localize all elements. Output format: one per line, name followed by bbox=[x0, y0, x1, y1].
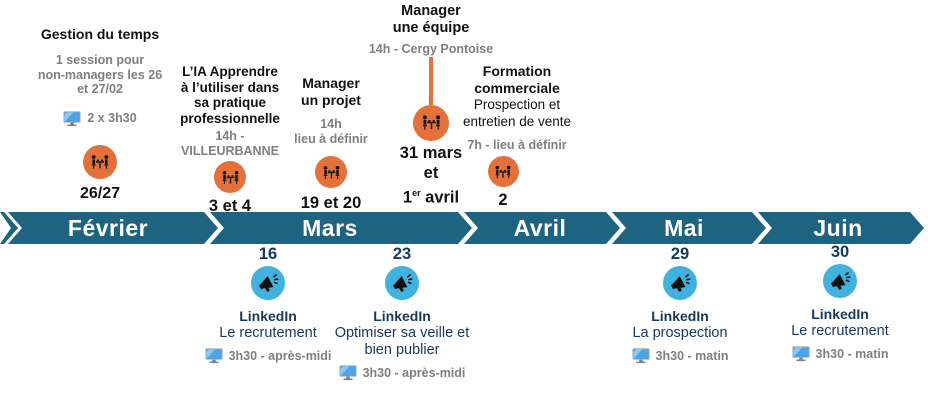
megaphone-icon bbox=[669, 272, 691, 294]
linkedin-event-30: 30 LinkedIn Le recrutement 3h30 - matin bbox=[755, 243, 925, 362]
monitor-icon bbox=[792, 346, 810, 362]
month-label-mars: Mars bbox=[302, 215, 358, 241]
event-formation-commerciale-badge: 2 bbox=[463, 156, 543, 210]
event-manager-equipe: Manager une équipe 14h - Cergy Pontoise … bbox=[351, 3, 511, 207]
event-detail-line: 7h - lieu à définir bbox=[467, 138, 567, 152]
session-badge bbox=[214, 161, 246, 193]
event-date: 19 et 20 bbox=[300, 194, 362, 212]
event-detail-line: et 27/02 bbox=[77, 82, 123, 96]
event-title-line: commerciale bbox=[474, 80, 560, 96]
people-meeting-icon bbox=[220, 167, 241, 188]
duration-text: 3h30 - matin bbox=[815, 346, 889, 361]
session-badge bbox=[83, 144, 117, 179]
event-date-line: et bbox=[423, 163, 439, 182]
people-meeting-icon bbox=[321, 162, 342, 183]
webinar-duration: 2 x 3h30 bbox=[63, 111, 137, 127]
event-date: 29 bbox=[670, 245, 690, 263]
event-title-line: Formation bbox=[482, 63, 552, 79]
event-title-line: Manager bbox=[401, 3, 461, 19]
event-manager-projet: Manager un projet 14h lieu à définir 19 … bbox=[271, 75, 391, 213]
event-detail-line: VILLEURBANNE bbox=[181, 143, 279, 158]
linkedin-event-16: 16 LinkedIn Le recrutement 3h30 - après-… bbox=[183, 245, 353, 364]
duration-text: 2 x 3h30 bbox=[87, 111, 137, 125]
event-title: Gestion du temps bbox=[40, 26, 160, 42]
event-date: 30 bbox=[830, 243, 850, 261]
event-date: 2 bbox=[498, 191, 508, 209]
event-topic-line: Optimiser sa veille et bbox=[334, 325, 470, 341]
event-formation-commerciale: Formation commerciale Prospection et ent… bbox=[442, 63, 592, 153]
megaphone-icon bbox=[391, 272, 413, 294]
event-topic-line: Le recrutement bbox=[219, 325, 317, 341]
event-ia-pratique: L’IA Apprendre à l’utiliser dans sa prat… bbox=[165, 64, 295, 216]
megaphone-icon bbox=[257, 272, 279, 294]
event-topic-line: La prospection bbox=[632, 325, 728, 341]
event-detail-line: 14h - Cergy Pontoise bbox=[368, 42, 494, 56]
month-label-juin: Juin bbox=[813, 215, 863, 241]
webinar-duration: 3h30 - après-midi bbox=[205, 348, 332, 364]
monitor-icon bbox=[205, 348, 223, 364]
event-subtitle-line: Prospection et bbox=[473, 97, 561, 112]
event-brand: LinkedIn bbox=[239, 308, 297, 324]
event-brand: LinkedIn bbox=[373, 308, 431, 324]
event-topic-line: Le recrutement bbox=[791, 323, 889, 339]
event-title-line: un projet bbox=[301, 92, 361, 108]
event-date: 23 bbox=[392, 245, 412, 263]
linkedin-event-23: 23 LinkedIn Optimiser sa veille et bien … bbox=[312, 245, 492, 381]
event-date: 3 et 4 bbox=[208, 197, 252, 215]
announcement-badge bbox=[823, 264, 857, 298]
chevron-avril bbox=[464, 212, 620, 244]
month-label-avril: Avril bbox=[513, 215, 567, 241]
people-meeting-icon bbox=[89, 151, 111, 173]
event-date: 16 bbox=[258, 245, 278, 263]
monitor-icon bbox=[339, 365, 357, 381]
event-title-line: à l’utiliser dans bbox=[180, 79, 280, 95]
chevron-juin bbox=[758, 212, 924, 244]
event-brand: LinkedIn bbox=[811, 306, 869, 322]
event-title-line: Manager bbox=[302, 75, 360, 91]
chevron-fevrier bbox=[8, 212, 218, 244]
session-badge bbox=[315, 156, 347, 188]
chevron-mai bbox=[612, 212, 766, 244]
connector-line bbox=[429, 56, 433, 105]
webinar-duration: 3h30 - après-midi bbox=[339, 365, 466, 381]
timeline-band bbox=[0, 212, 924, 244]
event-detail-line: non-managers les 26 bbox=[37, 67, 163, 82]
chevron-mars bbox=[210, 212, 472, 244]
linkedin-event-29: 29 LinkedIn La prospection 3h30 - matin bbox=[595, 245, 765, 364]
announcement-badge bbox=[385, 266, 419, 300]
event-subtitle-line: entretien de vente bbox=[462, 113, 572, 129]
people-meeting-icon bbox=[420, 111, 443, 134]
event-brand: LinkedIn bbox=[651, 308, 709, 324]
event-date: 26/27 bbox=[79, 184, 121, 202]
monitor-icon bbox=[632, 348, 650, 364]
duration-text: 3h30 - matin bbox=[655, 348, 729, 363]
event-detail-line: 1 session pour bbox=[55, 53, 145, 67]
event-title-line: une équipe bbox=[392, 20, 470, 36]
session-badge bbox=[413, 104, 449, 141]
event-title-line: L’IA Apprendre bbox=[182, 64, 278, 79]
event-title-line: professionnelle bbox=[180, 110, 280, 126]
webinar-duration: 3h30 - matin bbox=[792, 346, 889, 362]
event-detail-line: 14h - bbox=[215, 129, 245, 143]
announcement-badge bbox=[251, 266, 285, 300]
event-date-line: 1er avril bbox=[402, 187, 460, 207]
announcement-badge bbox=[663, 266, 697, 300]
duration-text: 3h30 - après-midi bbox=[362, 365, 466, 380]
month-label-fevrier: Février bbox=[67, 215, 149, 241]
people-meeting-icon bbox=[493, 162, 513, 182]
event-gestion-du-temps: Gestion du temps 1 session pour non-mana… bbox=[15, 26, 185, 204]
event-detail-line: 14h bbox=[320, 117, 342, 131]
chevron-fragment bbox=[0, 212, 18, 244]
duration-text: 3h30 - après-midi bbox=[228, 348, 332, 363]
webinar-duration: 3h30 - matin bbox=[632, 348, 729, 364]
session-badge bbox=[487, 156, 519, 187]
month-label-mai: Mai bbox=[664, 215, 704, 241]
event-date-line: 31 mars bbox=[399, 143, 463, 162]
monitor-icon bbox=[63, 111, 81, 127]
megaphone-icon bbox=[829, 270, 851, 292]
event-topic-line: bien publier bbox=[364, 342, 440, 358]
event-detail-line: lieu à définir bbox=[294, 131, 368, 146]
event-title-line: sa pratique bbox=[193, 95, 267, 110]
